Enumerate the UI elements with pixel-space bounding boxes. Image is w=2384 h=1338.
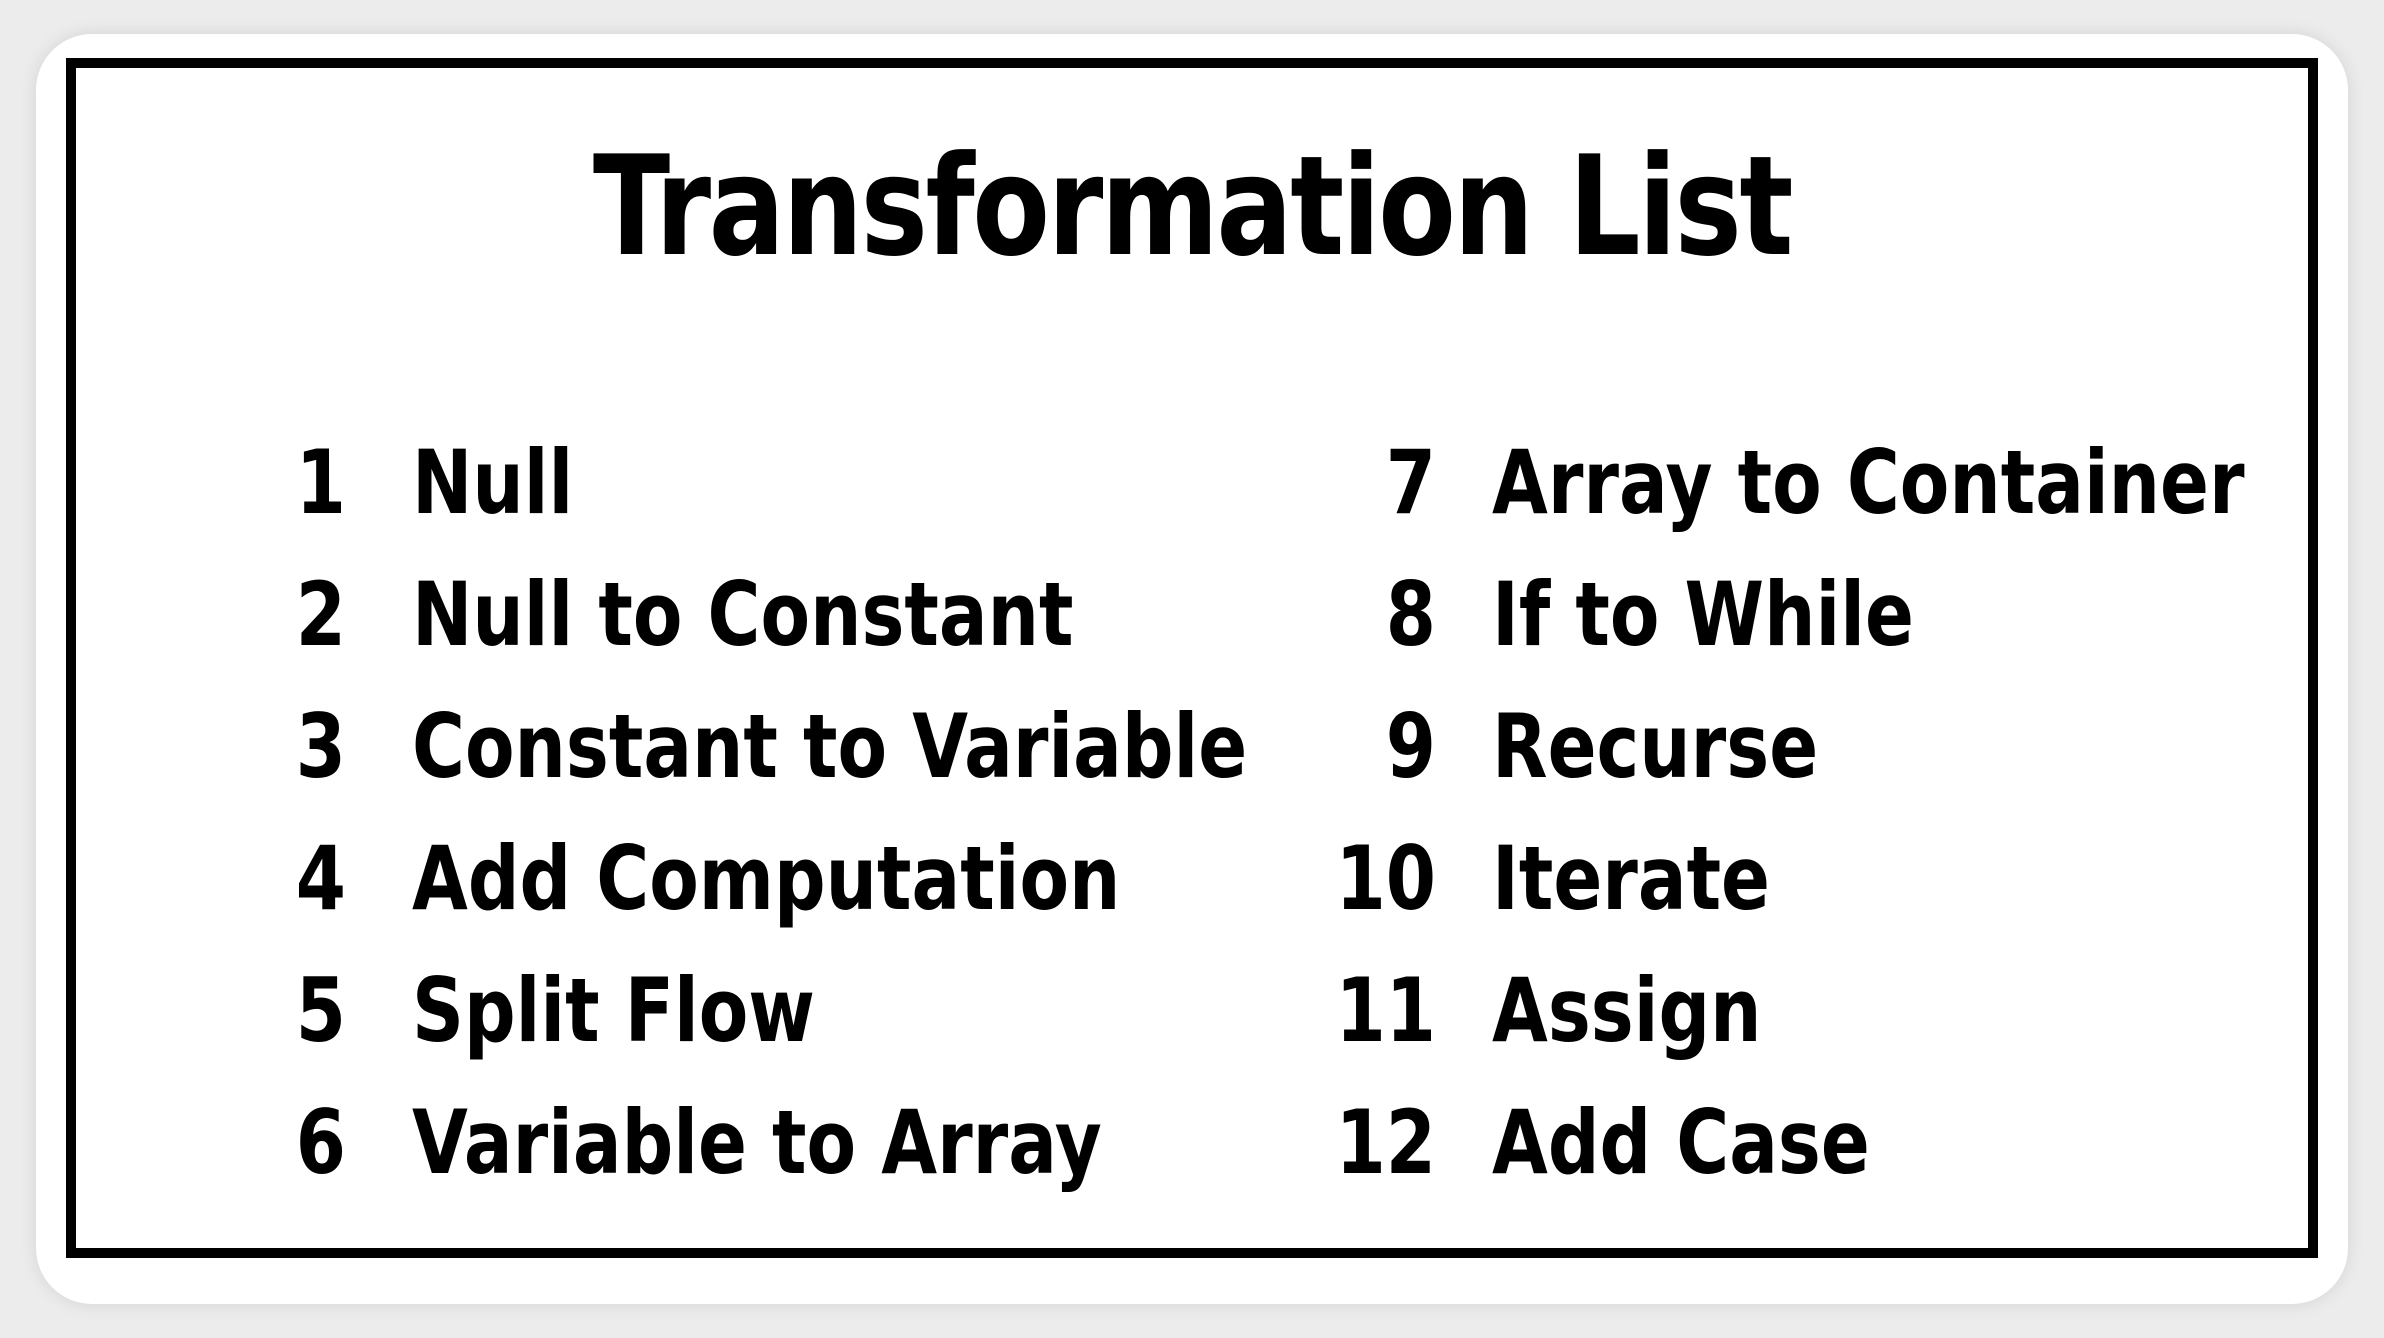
list-item: 8 If to While bbox=[1306, 555, 2306, 675]
item-label: Add Case bbox=[1492, 1091, 1870, 1194]
item-label: Variable to Array bbox=[412, 1091, 1102, 1194]
item-number: 6 bbox=[295, 1091, 346, 1194]
item-label: Array to Container bbox=[1492, 431, 2245, 534]
item-number: 3 bbox=[295, 695, 346, 798]
list-item: 10 Iterate bbox=[1306, 819, 2306, 939]
item-number: 2 bbox=[295, 563, 346, 666]
item-label: Add Computation bbox=[412, 827, 1121, 930]
item-number: 11 bbox=[1335, 959, 1436, 1062]
item-label: Null bbox=[412, 431, 574, 534]
transformation-list-frame: Transformation List 1 Null 2 Null to Con… bbox=[66, 58, 2318, 1258]
item-label: Recurse bbox=[1492, 695, 1819, 798]
list-item: 9 Recurse bbox=[1306, 687, 2306, 807]
item-label: If to While bbox=[1492, 563, 1914, 666]
list-item: 12 Add Case bbox=[1306, 1083, 2306, 1203]
item-number: 9 bbox=[1385, 695, 1436, 798]
item-number: 8 bbox=[1385, 563, 1436, 666]
list-item: 3 Constant to Variable bbox=[216, 687, 1247, 807]
list-item: 4 Add Computation bbox=[216, 819, 1216, 939]
list-item: 2 Null to Constant bbox=[216, 555, 1216, 675]
item-number: 10 bbox=[1335, 827, 1436, 930]
list-item: 6 Variable to Array bbox=[216, 1083, 1216, 1203]
page-title: Transformation List bbox=[592, 126, 1794, 287]
list-item: 7 Array to Container bbox=[1306, 423, 2306, 543]
item-label: Iterate bbox=[1492, 827, 1771, 930]
list-item: 11 Assign bbox=[1306, 951, 2306, 1071]
item-label: Null to Constant bbox=[412, 563, 1074, 666]
item-number: 1 bbox=[295, 431, 346, 534]
item-label: Constant to Variable bbox=[412, 695, 1248, 798]
list-item: 1 Null bbox=[216, 423, 1216, 543]
list-item: 5 Split Flow bbox=[216, 951, 1216, 1071]
item-label: Split Flow bbox=[412, 959, 815, 1062]
item-number: 12 bbox=[1335, 1091, 1436, 1194]
item-label: Assign bbox=[1492, 959, 1762, 1062]
item-number: 7 bbox=[1385, 431, 1436, 534]
item-number: 5 bbox=[295, 959, 346, 1062]
item-number: 4 bbox=[295, 827, 346, 930]
